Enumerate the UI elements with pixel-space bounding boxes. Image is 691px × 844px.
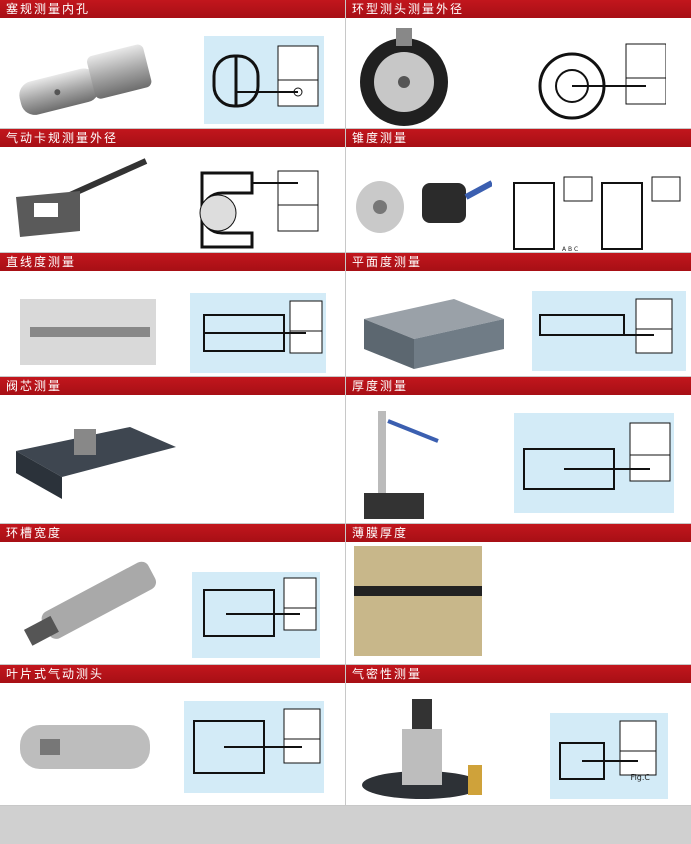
cell-blade-probe: 叶片式气动测头	[0, 665, 346, 806]
label-c: C	[574, 246, 578, 253]
diagram-straightness	[190, 293, 326, 373]
cell-title: 叶片式气动测头	[0, 665, 345, 683]
diagram-taper: A B C	[506, 167, 686, 253]
diagram-snap-gauge	[182, 163, 322, 251]
cell-flatness: 平面度测量	[346, 253, 691, 377]
diagram-thickness	[514, 413, 674, 513]
cell-straightness: 直线度测量	[0, 253, 346, 377]
plug-gauge-photo	[10, 30, 160, 120]
cell-groove-width: 环槽宽度	[0, 524, 346, 665]
air-tightness-photo	[352, 689, 512, 803]
diagram-blade-probe	[184, 701, 324, 793]
ring-gauge-photo	[352, 22, 456, 126]
cell-title: 直线度测量	[0, 253, 345, 271]
diagram-groove	[192, 572, 320, 658]
cell-title: 塞规测量内孔	[0, 0, 345, 18]
straightness-photo	[20, 299, 156, 365]
groove-probe-photo	[10, 550, 170, 660]
label-b: B	[568, 246, 572, 253]
cell-title: 环槽宽度	[0, 524, 345, 542]
cell-plug-gauge-bore: 塞规测量内孔	[0, 0, 346, 129]
cell-taper: 锥度测量 A B C	[346, 129, 691, 253]
valve-core-photo	[10, 407, 180, 517]
cell-snap-gauge-od: 气动卡规测量外径	[0, 129, 346, 253]
diagram-plug-gauge	[204, 36, 324, 124]
taper-gauge-photo	[352, 153, 492, 249]
label-a: A	[562, 246, 567, 253]
fig-c-label: Fig.C	[630, 773, 650, 782]
cell-title: 薄膜厚度	[346, 524, 691, 542]
cell-thickness: 厚度测量	[346, 377, 691, 524]
cell-title: 气密性测量	[346, 665, 691, 683]
cell-title: 平面度测量	[346, 253, 691, 271]
cell-title: 气动卡规测量外径	[0, 129, 345, 147]
cell-title: 锥度测量	[346, 129, 691, 147]
cell-title: 环型测头测量外径	[346, 0, 691, 18]
thickness-stand-photo	[354, 401, 444, 521]
cell-film-thickness: 薄膜厚度	[346, 524, 691, 665]
diagram-flatness	[532, 291, 686, 371]
cell-title: 厚度测量	[346, 377, 691, 395]
cell-air-tightness: 气密性测量 Fig.C	[346, 665, 691, 806]
cell-valve-core: 阀芯测量	[0, 377, 346, 524]
diagram-air-tightness: Fig.C	[550, 713, 668, 799]
flatness-photo	[354, 279, 514, 375]
snap-gauge-photo	[10, 151, 150, 251]
diagram-ring-gauge	[536, 36, 666, 124]
cell-title: 阀芯测量	[0, 377, 345, 395]
film-thickness-photo	[354, 546, 482, 656]
blade-probe-photo	[10, 695, 160, 795]
cell-ring-gauge-od: 环型测头测量外径	[346, 0, 691, 129]
